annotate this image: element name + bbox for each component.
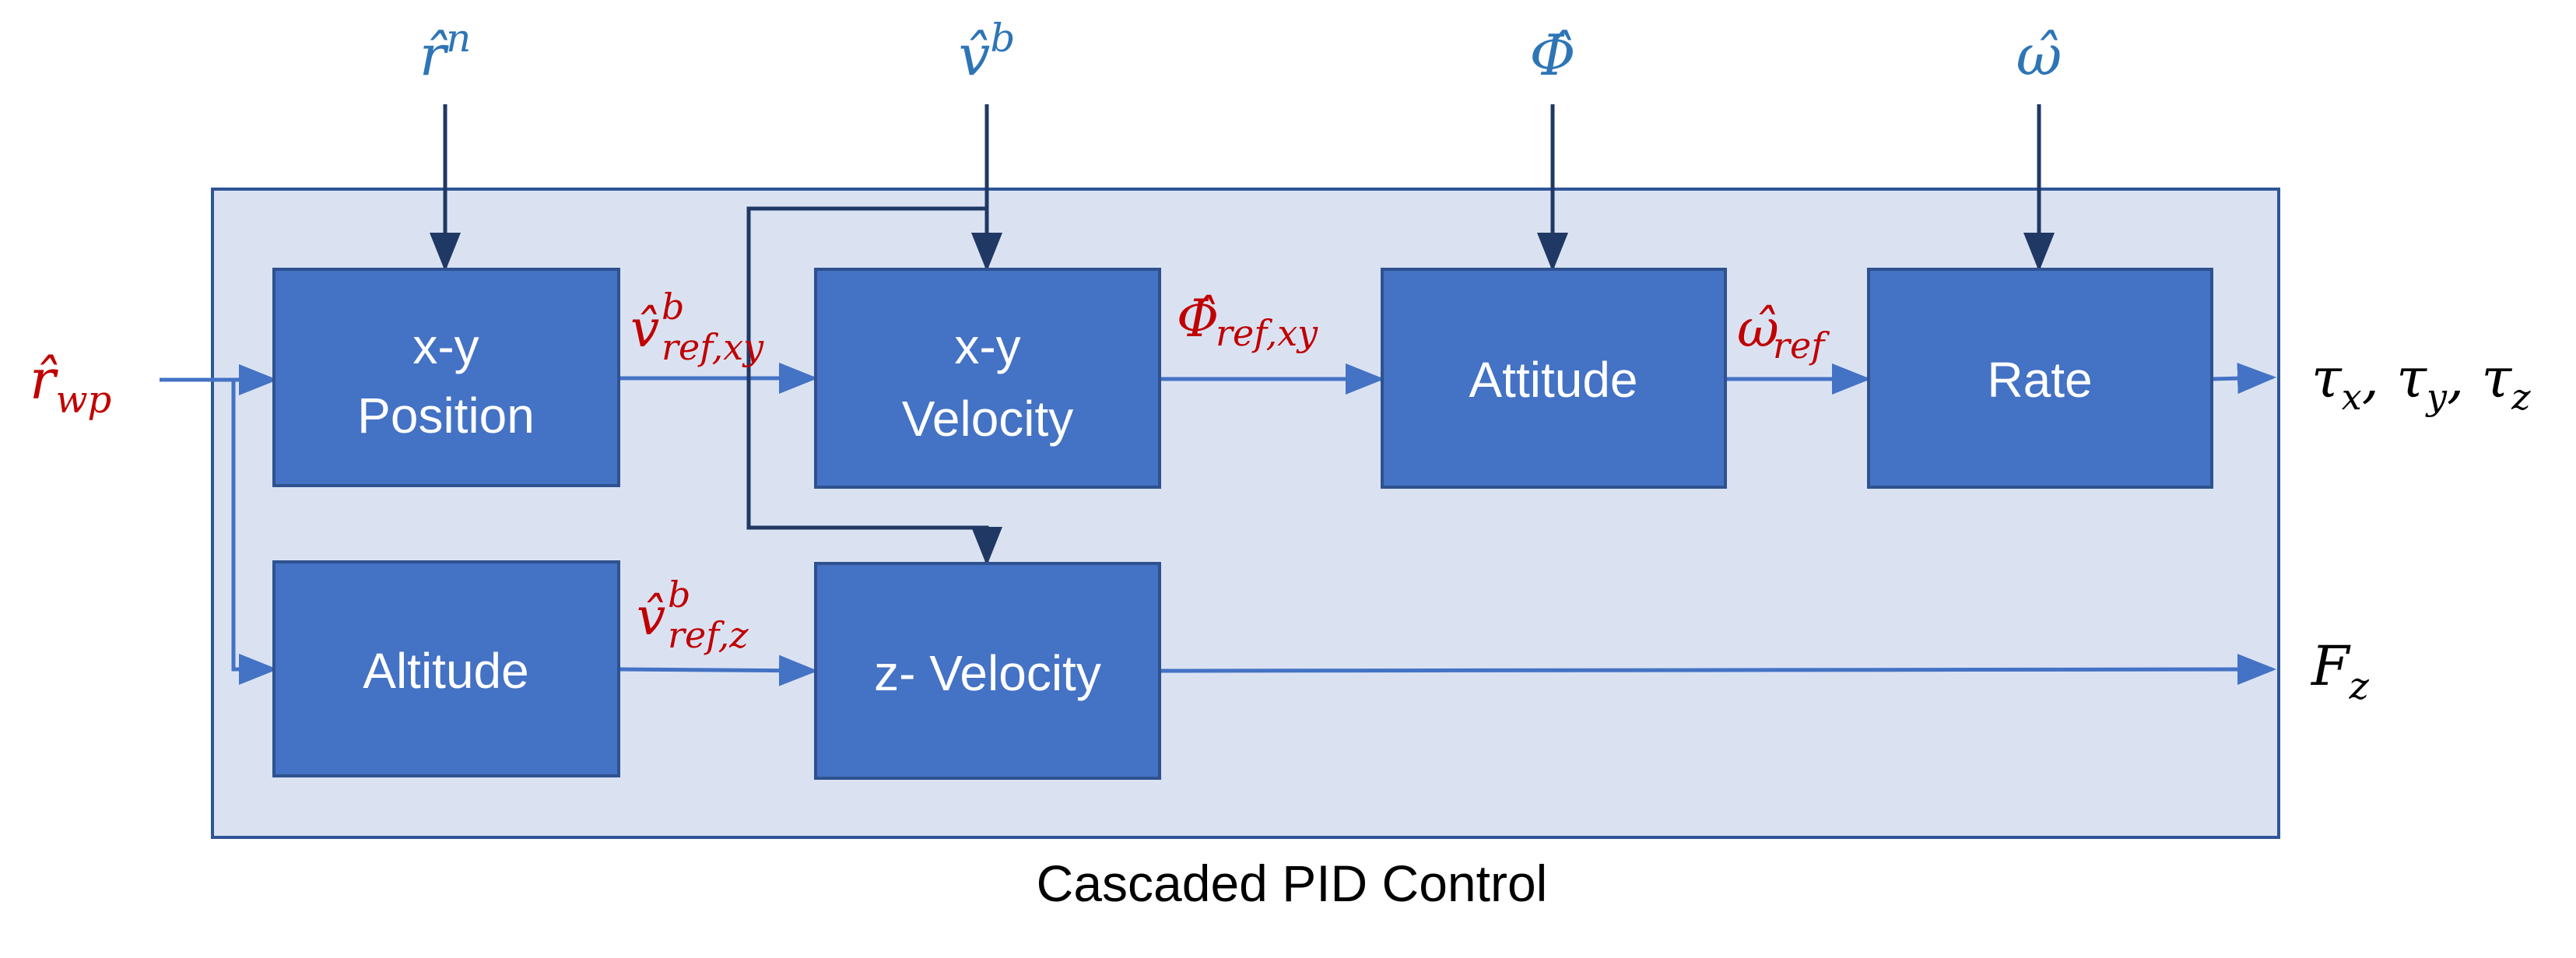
torque-output-arrow <box>2211 363 2276 395</box>
vref-xy-sub: ref,xy <box>662 326 764 368</box>
block-altitude: Altitude <box>272 560 620 777</box>
block-z-velocity: z- Velocity <box>814 562 1161 780</box>
block-xy-position-line2: Position <box>357 388 535 444</box>
vref-xy-sup: b <box>662 286 684 328</box>
block-xy-velocity-line2: Velocity <box>902 391 1074 447</box>
phiref-xy-label: Φ̂ ref,xy <box>1177 289 1318 354</box>
block-altitude-label: Altitude <box>363 643 528 699</box>
waypoint-label: r̂wp <box>30 348 111 422</box>
velocity-feedback-label: v̂b <box>959 16 1016 88</box>
omegaref-sub: ref <box>1773 325 1830 367</box>
vref-xy-base: v̂ <box>630 299 659 359</box>
vref-z-base: v̂ <box>637 587 665 647</box>
diagram-caption: Cascaded PID Control <box>1037 854 1548 912</box>
force-output-label: Fz <box>2310 634 2370 708</box>
torque-outputs-label: τx, τy, τz <box>2311 346 2531 418</box>
signal-lines <box>160 363 2276 686</box>
block-z-velocity-label: z- Velocity <box>874 645 1101 701</box>
omegaref-base: ω̂ <box>1737 299 1779 359</box>
attitude-feedback-label: Φ̂ <box>1529 23 1575 88</box>
vref-z-sup: b <box>668 574 690 616</box>
rate-feedback-label: ω̂ <box>2016 23 2062 88</box>
omegaref-label: ω̂ ref <box>1737 299 1830 367</box>
vref-z-arrow <box>618 654 818 686</box>
vref-z-sub: ref,z <box>668 614 749 656</box>
block-attitude-label: Attitude <box>1469 352 1637 408</box>
vref-z-label: v̂ b ref,z <box>637 574 749 656</box>
position-feedback-label: r̂n <box>419 16 472 88</box>
velocity-feedback-to-z-arrow <box>746 206 1002 566</box>
block-xy-velocity: x-y Velocity <box>814 268 1161 489</box>
force-output-arrow <box>1159 654 2276 686</box>
block-rate-label: Rate <box>1987 352 2092 408</box>
vref-xy-label: v̂ b ref,xy <box>630 286 764 368</box>
block-xy-position-line1: x-y <box>412 318 479 374</box>
feedback-lines <box>430 104 2055 566</box>
block-xy-position: x-y Position <box>272 268 620 487</box>
block-attitude: Attitude <box>1381 268 1727 489</box>
waypoint-to-altitude-arrow <box>231 380 278 685</box>
phiref-xy-base: Φ̂ <box>1177 289 1219 349</box>
phiref-xy-sub: ref,xy <box>1216 312 1318 354</box>
block-xy-velocity-line1: x-y <box>954 318 1020 374</box>
block-rate: Rate <box>1867 268 2213 489</box>
